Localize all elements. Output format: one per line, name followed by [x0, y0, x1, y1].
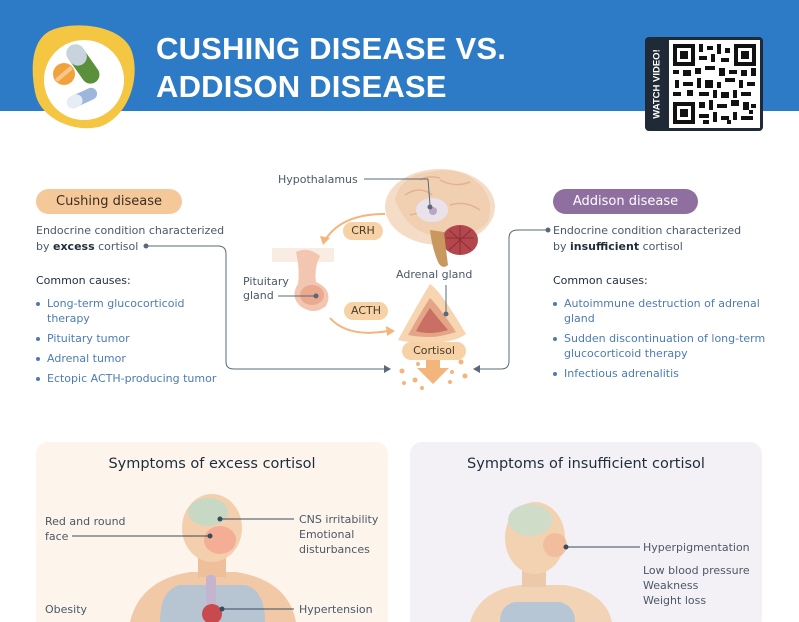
symptom-group-insufficient: Low blood pressure Weakness Weight loss [643, 564, 750, 607]
list-item: Ectopic ACTH-producing tumor [36, 371, 226, 386]
brain-icon [385, 169, 495, 267]
list-item: Adrenal tumor [36, 351, 226, 366]
symptom-cns: CNS irritability Emotional disturbances [299, 513, 379, 556]
title-line-1: CUSHING DISEASE VS. [156, 31, 507, 66]
excess-panel-title: Symptoms of excess cortisol [108, 456, 316, 472]
acth-tag: ACTH [344, 302, 388, 320]
adrenal-gland-icon [398, 284, 466, 343]
list-item: Autoimmune destruction of adrenal gland [553, 296, 768, 326]
adrenal-gland-label: Adrenal gland [396, 268, 473, 281]
list-item: Infectious adrenalitis [553, 366, 768, 381]
watch-video-label: WATCH VIDEO! [651, 49, 663, 119]
qr-code-icon[interactable] [669, 40, 760, 128]
hypothalamus-label: Hypothalamus [278, 173, 358, 186]
pill-logo-icon [32, 25, 135, 129]
crh-tag: CRH [343, 222, 383, 240]
cushing-causes-title: Common causes: [36, 274, 131, 287]
symptom-hyperpigmentation: Hyperpigmentation [643, 541, 750, 554]
cushing-excess-keyword: excess [53, 240, 95, 253]
cushing-description: Endocrine condition characterized by exc… [36, 224, 225, 253]
insufficient-panel-title: Symptoms of insufficient cortisol [467, 456, 705, 472]
symptom-red-round-face: Red and round face [45, 515, 126, 543]
addison-description: Endocrine condition characterized by ins… [553, 224, 742, 253]
cortisol-tag: Cortisol [402, 342, 466, 360]
addison-disease-pill: Addison disease [553, 189, 698, 214]
pituitary-label: Pituitary gland [243, 275, 289, 302]
list-item: Long-term glucocorticoid therapy [36, 296, 226, 326]
page-title: CUSHING DISEASE VS. ADDISON DISEASE [156, 30, 506, 106]
list-item: Sudden discontinuation of long-term gluc… [553, 331, 768, 361]
addison-causes-list: Autoimmune destruction of adrenal gland … [553, 296, 768, 386]
cushing-causes-list: Long-term glucocorticoid therapy Pituita… [36, 296, 226, 391]
addison-insufficient-keyword: insufficient [570, 240, 640, 253]
cushing-disease-pill: Cushing disease [36, 189, 182, 214]
symptom-hypertension: Hypertension [299, 603, 373, 616]
title-line-2: ADDISON DISEASE [156, 69, 447, 104]
addison-causes-title: Common causes: [553, 274, 648, 287]
symptom-obesity: Obesity [45, 603, 88, 616]
list-item: Pituitary tumor [36, 331, 226, 346]
